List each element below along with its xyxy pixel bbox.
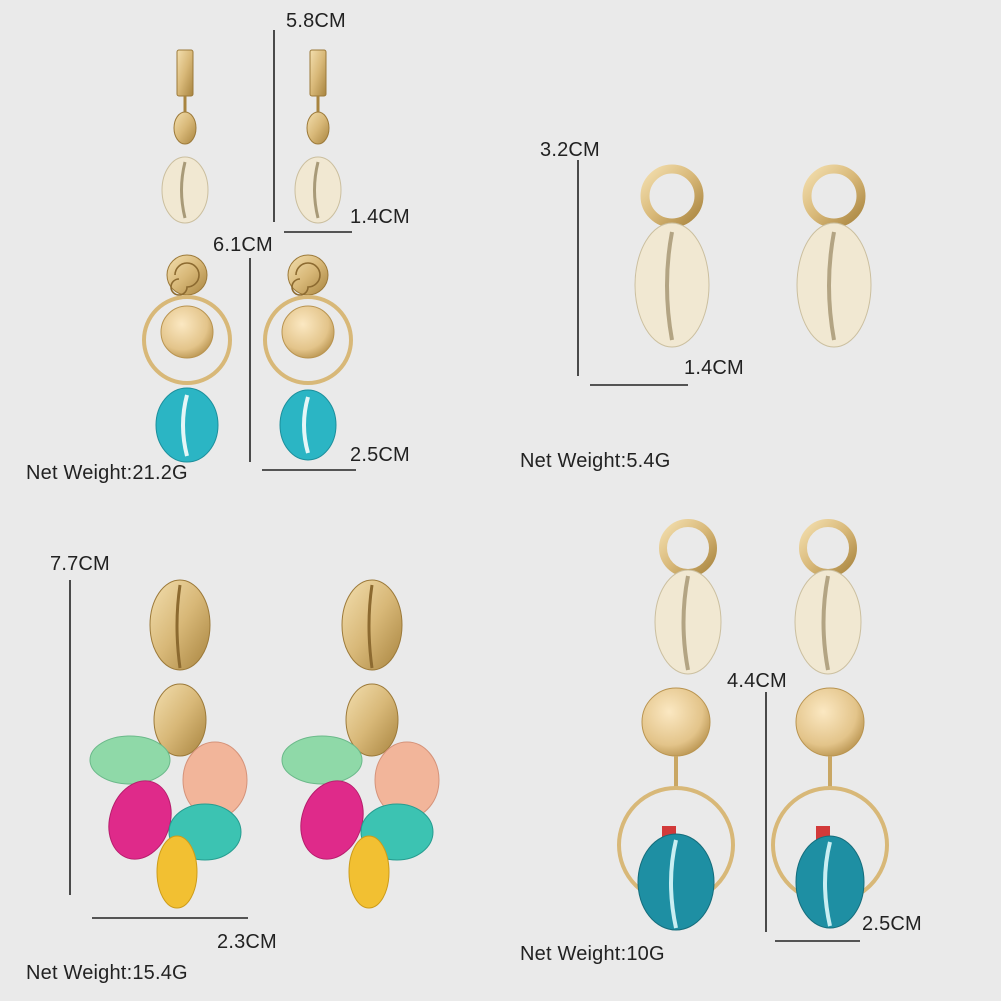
width-label-bottom-left: 2.3CM — [217, 931, 277, 953]
weight-label-top-left: Net Weight:21.2G — [26, 462, 188, 484]
earring-set-hoop-cream-cowrie — [634, 164, 872, 348]
earring-set-colorful-cowrie-cluster — [89, 579, 440, 909]
width-label-small: 1.4CM — [350, 206, 410, 228]
height-label-bottom-right: 4.4CM — [727, 670, 787, 692]
width-label-large: 2.5CM — [350, 444, 410, 466]
height-label-large: 6.1CM — [213, 234, 273, 256]
height-label-top-right: 3.2CM — [540, 139, 600, 161]
earring-set-gold-ring-turquoise — [142, 254, 353, 463]
earring-set-gold-cowrie-small — [161, 49, 342, 224]
weight-label-bottom-left: Net Weight:15.4G — [26, 962, 188, 984]
width-label-top-right: 1.4CM — [684, 357, 744, 379]
height-label-bottom-left: 7.7CM — [50, 553, 110, 575]
height-label-small: 5.8CM — [286, 10, 346, 32]
measurement-lines — [69, 30, 860, 942]
earring-set-hoop-cowrie-and-teal-ring — [617, 519, 889, 931]
width-label-bottom-right: 2.5CM — [862, 913, 922, 935]
weight-label-top-right: Net Weight:5.4G — [520, 450, 671, 472]
weight-label-bottom-right: Net Weight:10G — [520, 943, 665, 965]
